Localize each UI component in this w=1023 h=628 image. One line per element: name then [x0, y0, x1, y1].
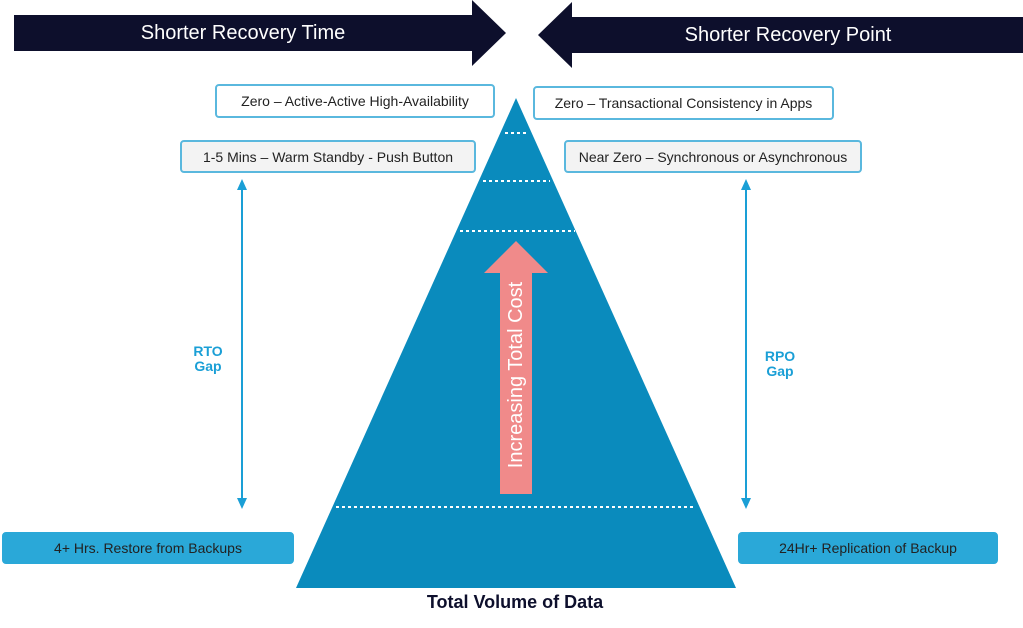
- shorter-recovery-point-arrow: Shorter Recovery Point: [538, 2, 1023, 68]
- total-volume-label: Total Volume of Data: [426, 592, 604, 612]
- rto-gap-label-line2: Gap: [194, 358, 222, 374]
- rpo-gap-label: RPO Gap: [750, 349, 810, 379]
- rpo-gap-arrow: [741, 179, 751, 509]
- left-arrow-icon: [538, 2, 1023, 68]
- rto-tier-warm-standby: 1-5 Mins – Warm Standby - Push Button: [180, 140, 476, 173]
- rpo-tier-near-zero: Near Zero – Synchronous or Asynchronous: [564, 140, 862, 173]
- rpo-tier-replication: 24Hr+ Replication of Backup: [738, 532, 998, 564]
- shorter-recovery-time-arrow: Shorter Recovery Time: [14, 0, 506, 66]
- rto-gap-label-line1: RTO: [193, 343, 223, 359]
- rto-tier-restore-backups: 4+ Hrs. Restore from Backups: [2, 532, 294, 564]
- right-arrow-icon: [14, 0, 506, 66]
- rpo-tier-zero: Zero – Transactional Consistency in Apps: [533, 86, 834, 120]
- increasing-cost-arrow: [484, 241, 548, 494]
- shorter-recovery-point-label: Shorter Recovery Point: [684, 23, 892, 46]
- rpo-gap-label-line1: RPO: [764, 348, 796, 364]
- rto-tier-zero: Zero – Active-Active High-Availability: [215, 84, 495, 118]
- rto-gap-arrow: [237, 179, 247, 509]
- tier-dividers: [336, 132, 696, 508]
- increasing-total-cost-label: Increasing Total Cost: [505, 281, 527, 469]
- shorter-recovery-time-label: Shorter Recovery Time: [140, 21, 346, 44]
- rpo-gap-label-line2: Gap: [766, 363, 794, 379]
- rto-gap-label: RTO Gap: [178, 344, 238, 374]
